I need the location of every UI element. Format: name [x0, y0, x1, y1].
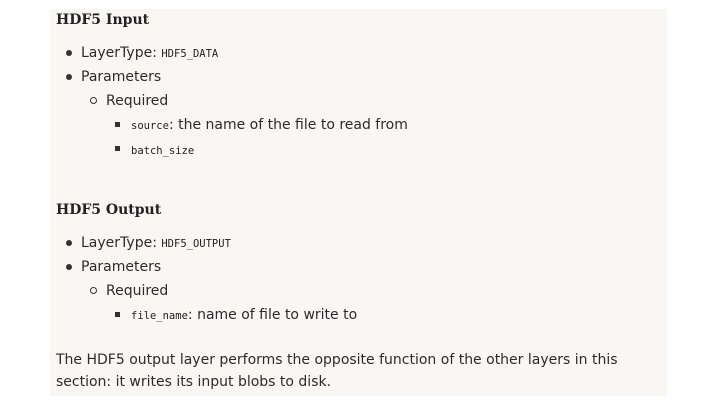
disc-bullet-icon [66, 264, 72, 270]
square-bullet-icon [115, 312, 120, 317]
disc-bullet-icon [66, 74, 72, 80]
param-desc-file-name: : name of file to write to [187, 307, 358, 323]
circle-bullet-icon [90, 287, 97, 294]
param-name-batch-size: batch_size [131, 145, 195, 157]
layertype-label: LayerType: [81, 45, 162, 61]
param-name-source: source [131, 120, 169, 132]
square-bullet-icon [115, 146, 120, 151]
required-label: Required [106, 93, 169, 109]
disc-bullet-icon [66, 50, 72, 56]
disc-bullet-icon [66, 240, 72, 246]
layertype-value: HDF5_OUTPUT [161, 238, 231, 250]
document-content: HDF5 Input LayerType: HDF5_DATA Paramete… [50, 9, 667, 396]
parameters-label: Parameters [81, 259, 162, 275]
required-label: Required [106, 283, 169, 299]
section-title-hdf5-output: HDF5 Output [56, 202, 162, 218]
layertype-label: LayerType: [81, 235, 162, 251]
param-name-file-name: file_name [131, 310, 188, 322]
circle-bullet-icon [90, 97, 97, 104]
param-desc-source: : the name of the file to read from [168, 117, 408, 133]
output-layer-description: The HDF5 output layer performs the oppos… [56, 352, 618, 390]
layertype-value: HDF5_DATA [161, 48, 219, 60]
section-title-hdf5-input: HDF5 Input [56, 12, 150, 28]
parameters-label: Parameters [81, 69, 162, 85]
square-bullet-icon [115, 122, 120, 127]
